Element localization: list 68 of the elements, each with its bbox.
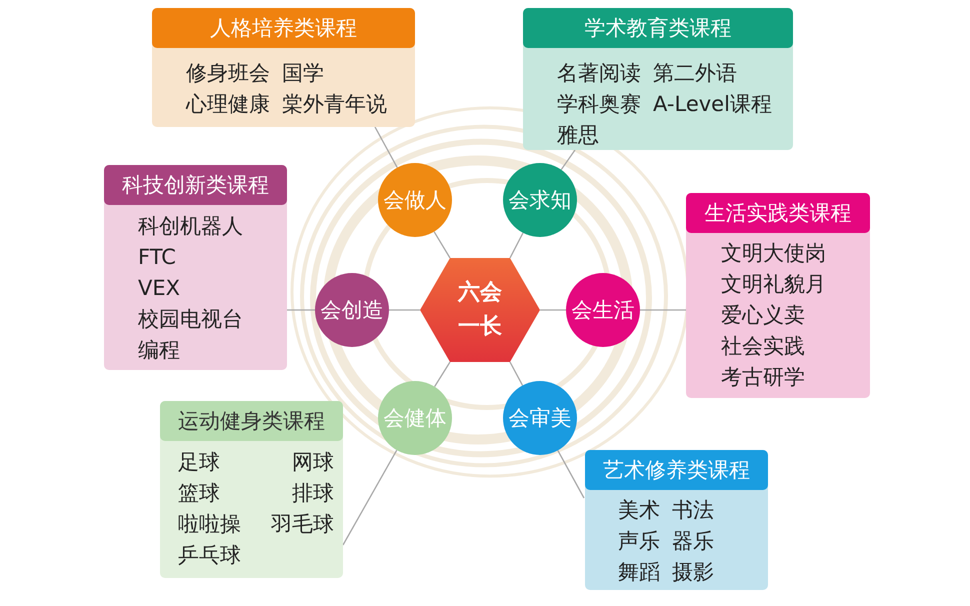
- course-item: 棠外青年说: [282, 91, 387, 118]
- connector-line: [434, 231, 451, 258]
- circle-label: 会健体: [384, 405, 446, 432]
- course-item: 雅思: [557, 122, 600, 149]
- card-header: 学术教育类课程: [523, 8, 793, 48]
- course-item: VEX: [138, 275, 182, 302]
- skill-circle: [378, 163, 452, 237]
- skill-circle: [378, 381, 452, 455]
- course-item: 科创机器人: [138, 213, 243, 240]
- center-label: 六会一长: [456, 279, 503, 341]
- course-item: 器乐: [672, 528, 714, 555]
- connector-line: [434, 362, 451, 387]
- skill-circle: [315, 273, 389, 347]
- course-item: 国学: [282, 60, 325, 87]
- connector-line: [557, 450, 585, 498]
- course-item: 学科奥赛: [557, 91, 641, 118]
- connector-line: [540, 309, 566, 311]
- course-item: 修身班会: [186, 60, 270, 87]
- course-card: [523, 8, 793, 150]
- connector-line: [640, 309, 686, 311]
- card-header: 科技创新类课程: [104, 165, 287, 205]
- course-item: 名著阅读: [557, 60, 641, 87]
- circle-label: 会求知: [508, 187, 572, 214]
- course-item: 啦啦操: [178, 511, 241, 538]
- course-item: 乒乓球: [178, 542, 241, 569]
- course-item: 排球: [292, 480, 334, 507]
- course-item: 文明礼貌月: [721, 271, 826, 298]
- connector-line: [342, 450, 398, 546]
- skill-circle: [503, 381, 577, 455]
- course-item: 文明大使岗: [721, 240, 826, 267]
- course-item: A-Level课程: [653, 91, 772, 118]
- connector-line: [509, 232, 524, 258]
- connector-line: [287, 309, 315, 311]
- course-item: 第二外语: [653, 60, 738, 87]
- course-card: [104, 165, 287, 370]
- course-item: FTC: [138, 244, 177, 271]
- course-card: [152, 8, 415, 127]
- connector-line: [509, 362, 524, 386]
- course-item: 羽毛球: [271, 511, 334, 538]
- course-card: [686, 193, 870, 398]
- course-item: 摄影: [672, 559, 714, 586]
- connector-line: [560, 150, 576, 170]
- circle-label: 会做人: [384, 187, 446, 214]
- center-hexagon: [420, 258, 540, 362]
- course-item: 网球: [292, 449, 334, 476]
- connector-line: [374, 126, 398, 168]
- course-card: [160, 401, 343, 578]
- course-card: [585, 450, 768, 590]
- course-item: 足球: [178, 449, 221, 476]
- course-item: 美术: [618, 497, 660, 524]
- course-item: 考古研学: [721, 364, 806, 391]
- course-item: 舞蹈: [618, 559, 660, 586]
- card-header: 人格培养类课程: [152, 8, 415, 48]
- circle-label: 会创造: [320, 297, 384, 324]
- circle-label: 会审美: [508, 405, 572, 432]
- connector-line: [389, 309, 420, 311]
- course-item: 校园电视台: [138, 306, 243, 333]
- course-item: 编程: [138, 337, 181, 364]
- course-item: 爱心义卖: [721, 302, 806, 329]
- course-item: 社会实践: [721, 333, 806, 360]
- course-item: 篮球: [178, 480, 221, 507]
- course-item: 心理健康: [186, 91, 270, 118]
- card-header: 艺术修养类课程: [585, 450, 768, 490]
- card-header: 运动健身类课程: [160, 401, 343, 441]
- course-item: 书法: [672, 497, 714, 524]
- circle-label: 会生活: [572, 297, 634, 324]
- course-item: 声乐: [618, 528, 660, 555]
- card-header: 生活实践类课程: [686, 193, 870, 233]
